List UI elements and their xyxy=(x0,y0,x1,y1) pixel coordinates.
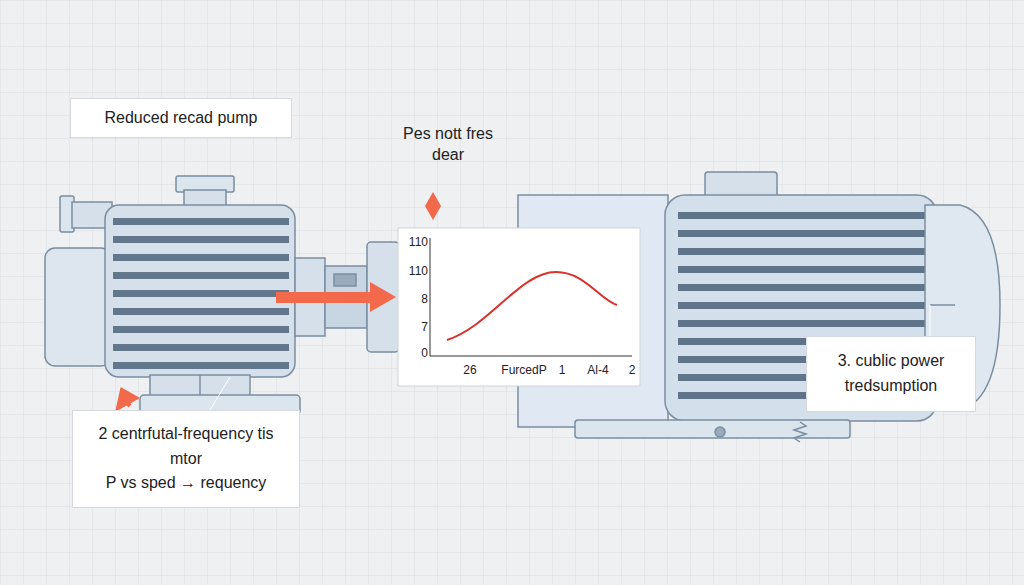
axis-tick: Al-4 xyxy=(580,363,616,379)
axis-tick: 1 xyxy=(552,363,572,379)
pump-label-box: Reduced recad pump xyxy=(70,98,292,138)
axis-tick: 110 xyxy=(402,235,428,251)
chart-heading: Pes nott fres dear xyxy=(398,124,498,166)
marker-diamond xyxy=(425,192,441,220)
axis-tick: 7 xyxy=(402,320,428,336)
power-chart xyxy=(398,228,640,386)
power-curve xyxy=(447,272,617,340)
axis-tick: 0 xyxy=(402,346,428,362)
box-text: 3. cublic power tredsumption xyxy=(817,349,965,399)
leader-line xyxy=(210,377,230,410)
box-text: 2 centrfutal-frequency tis mtor xyxy=(83,422,289,472)
callout-arrow xyxy=(118,390,136,408)
axis-tick: 26 xyxy=(455,363,485,379)
flow-arrow xyxy=(276,282,396,312)
leader-line xyxy=(930,305,931,336)
box-text: P vs sped → requency xyxy=(106,471,267,496)
axis-tick: 8 xyxy=(402,292,428,308)
axis-tick: 110 xyxy=(402,264,428,280)
axis-tick: 2 xyxy=(622,363,642,379)
axis-label: FurcedP xyxy=(494,363,554,379)
box-text: Reduced recad pump xyxy=(105,106,258,131)
motor-note-box: 2 centrfutal-frequency tis mtorP vs sped… xyxy=(72,410,300,508)
power-note-box: 3. cublic power tredsumption xyxy=(806,336,976,412)
centrifugal-pump xyxy=(45,176,399,415)
